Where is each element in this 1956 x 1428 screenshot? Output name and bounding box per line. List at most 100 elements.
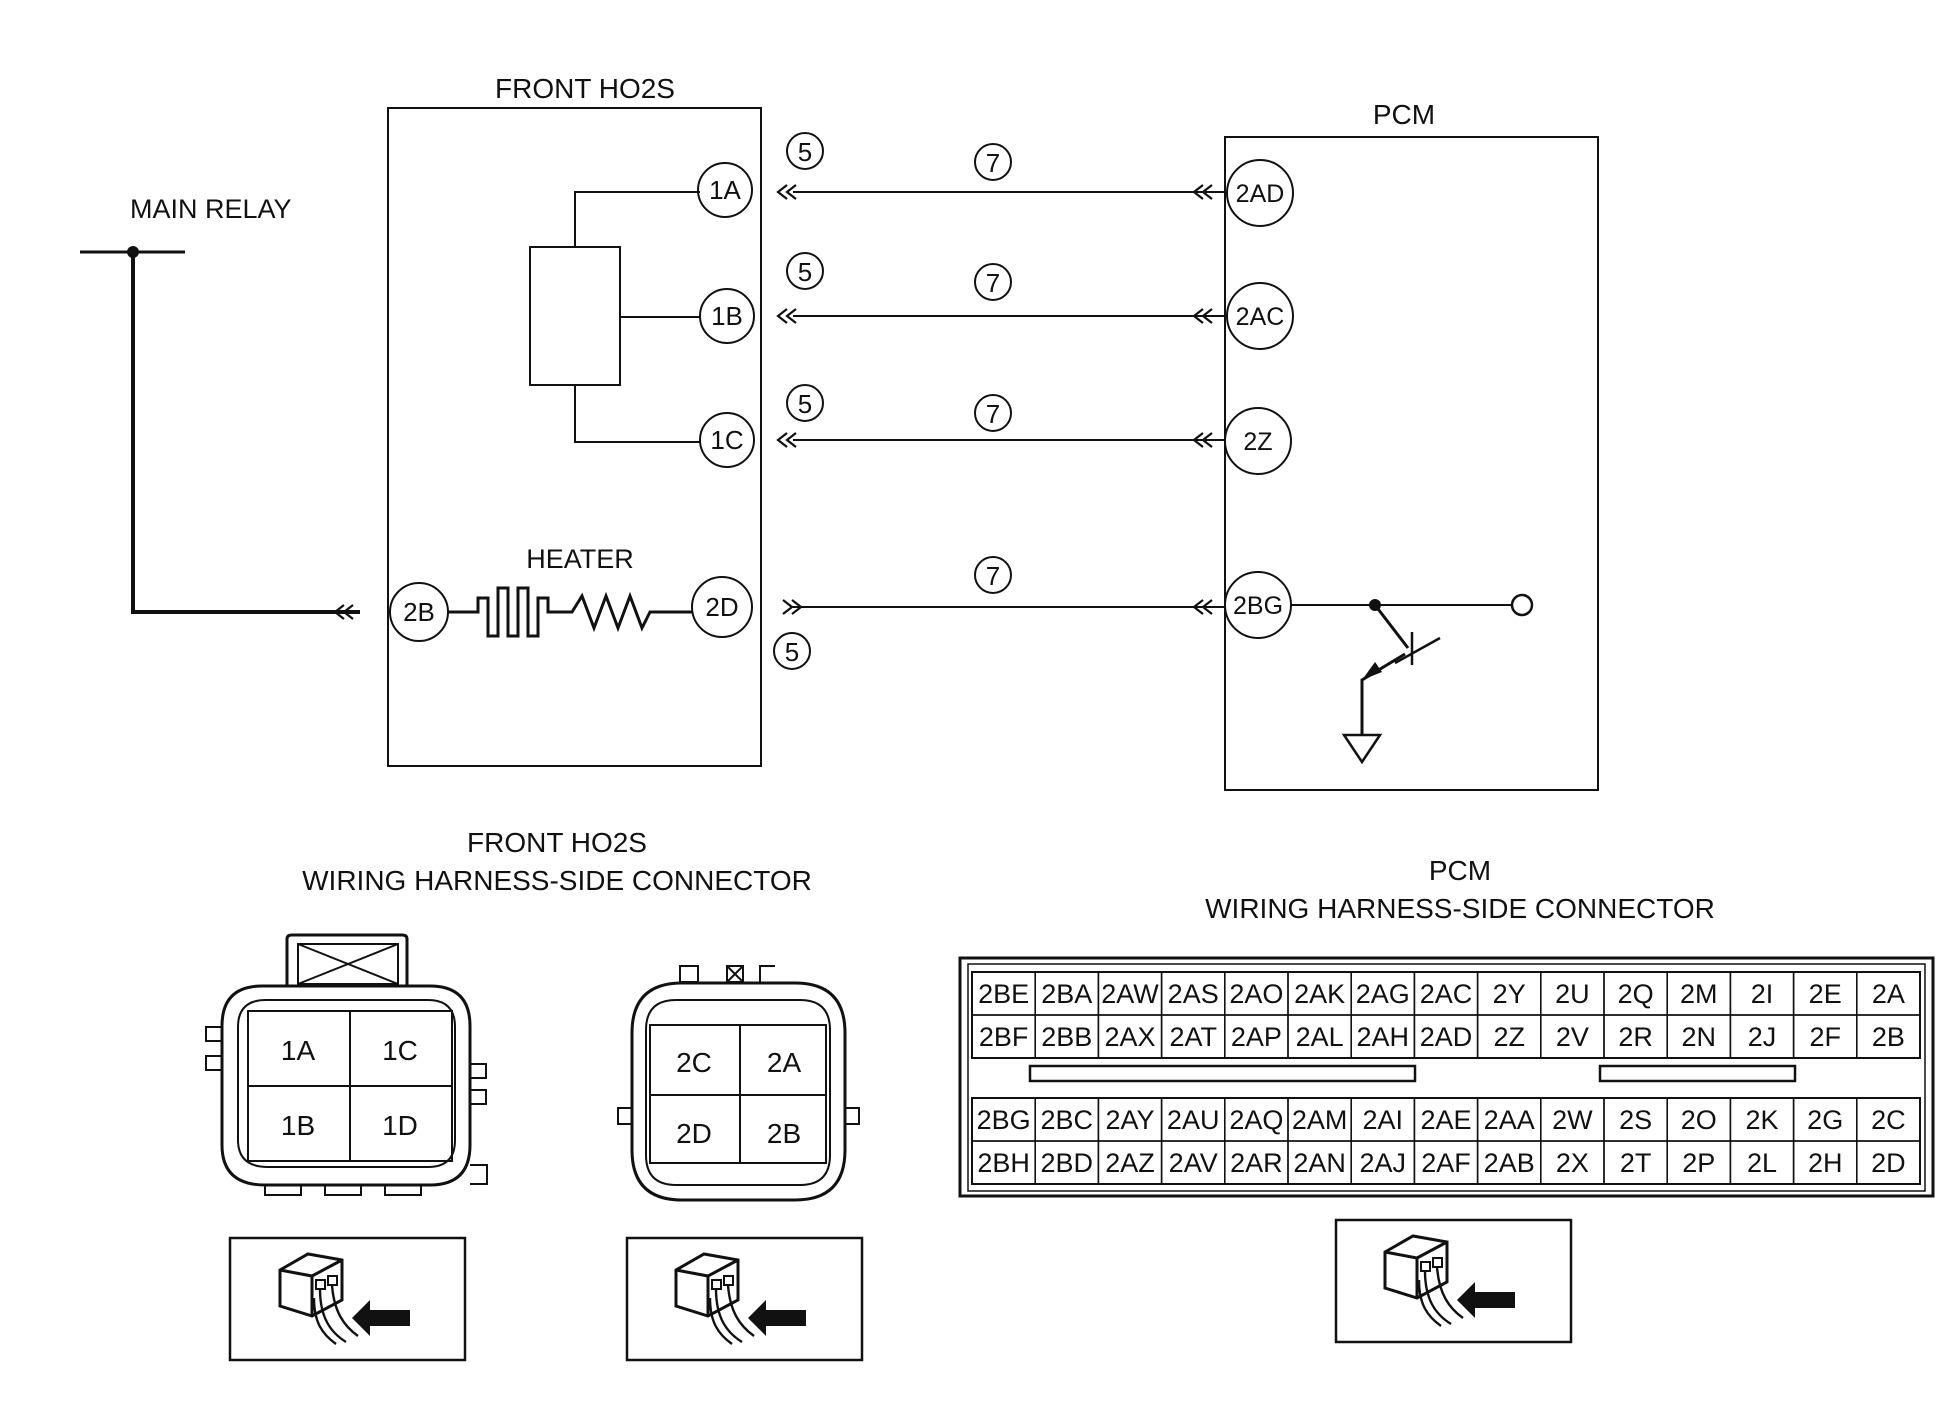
pcm-pin-label: 2Q (1618, 979, 1654, 1009)
circled-label-5: 5 (786, 384, 824, 422)
pcm-title: PCM (1373, 99, 1435, 130)
circled-label-7: 7 (974, 143, 1012, 181)
terminal-1c: 1C (699, 412, 755, 468)
svg-text:5: 5 (798, 137, 812, 167)
svg-text:2D: 2D (705, 592, 738, 622)
circled-label-5: 5 (786, 132, 824, 170)
pcm-pin-label: 2H (1808, 1148, 1843, 1178)
svg-text:5: 5 (798, 257, 812, 287)
svg-text:1B: 1B (711, 301, 743, 331)
front-ho2s-connector-title: FRONT HO2S (467, 827, 647, 858)
pcm-pin-label: 2BG (977, 1105, 1031, 1135)
pcm-pin-label: 2AI (1363, 1105, 1404, 1135)
circled-label-7: 7 (974, 394, 1012, 432)
svg-text:2Z: 2Z (1243, 428, 1272, 456)
pcm-pin-label: 2AD (1420, 1022, 1473, 1052)
terminal-2ad: 2AD (1226, 159, 1294, 227)
pcm-pin-label: 2AQ (1229, 1105, 1283, 1135)
pcm-pin-label: 2AR (1230, 1148, 1283, 1178)
svg-text:2B: 2B (403, 597, 435, 627)
pcm-pin-label: 2I (1751, 979, 1774, 1009)
pcm-pin-label: 2AM (1292, 1105, 1348, 1135)
pcm-pin-label: 2A (1872, 979, 1905, 1009)
pcm-pin-cell (1856, 1140, 1921, 1185)
svg-text:1A: 1A (281, 1035, 316, 1066)
terminal-1b: 1B (699, 288, 755, 344)
pcm-pin-label: 2AH (1357, 1022, 1410, 1052)
pcm-pin-label: 2O (1681, 1105, 1717, 1135)
harness-view-icon (625, 1236, 864, 1362)
svg-text:2BG: 2BG (1233, 592, 1283, 620)
sensor-wire-1a (574, 191, 700, 247)
pcm-connector-subtitle: WIRING HARNESS-SIDE CONNECTOR (1205, 893, 1715, 924)
svg-text:1C: 1C (382, 1035, 418, 1066)
pcm-pin-label: 2Z (1493, 1022, 1525, 1052)
pcm-pin-label: 2AK (1294, 979, 1345, 1009)
pcm-pin-label: 2BB (1041, 1022, 1092, 1052)
pcm-pin-label: 2B (1872, 1022, 1905, 1052)
pcm-pin-label: 2V (1556, 1022, 1589, 1052)
svg-text:1A: 1A (709, 175, 741, 205)
pcm-pin-label: 2P (1682, 1148, 1715, 1178)
pcm-pin-label: 2M (1680, 979, 1718, 1009)
svg-text:7: 7 (986, 268, 1000, 298)
pcm-pin-label: 2AC (1420, 979, 1473, 1009)
svg-text:2B: 2B (767, 1118, 801, 1149)
terminal-1a: 1A (697, 162, 753, 218)
pcm-pin-label: 2J (1748, 1022, 1777, 1052)
pcm-pin-label: 2BH (977, 1148, 1030, 1178)
pcm-pin-label: 2AF (1421, 1148, 1471, 1178)
pcm-pin-label: 2AB (1484, 1148, 1535, 1178)
pcm-pin-label: 2AE (1420, 1105, 1471, 1135)
pcm-pin-label: 2AV (1169, 1148, 1218, 1178)
front-ho2s-box (387, 107, 762, 767)
front-ho2s-connector-b: 2C 2A 2D 2B (617, 965, 860, 1202)
pcm-pin-label: 2Y (1493, 979, 1526, 1009)
pcm-pin-label: 2F (1809, 1022, 1841, 1052)
svg-text:2C: 2C (676, 1047, 712, 1078)
pcm-pin-label: 2AT (1169, 1022, 1217, 1052)
pcm-pin-label: 2R (1618, 1022, 1653, 1052)
pcm-pin-label: 2BA (1041, 979, 1092, 1009)
svg-text:2A: 2A (767, 1047, 802, 1078)
svg-text:5: 5 (785, 637, 799, 667)
pcm-pin-label: 2BF (979, 1022, 1029, 1052)
terminal-2bg: 2BG (1224, 571, 1292, 639)
front-ho2s-title: FRONT HO2S (495, 73, 675, 104)
pcm-box (1224, 136, 1599, 791)
pcm-pin-label: 2AW (1101, 979, 1159, 1009)
terminal-2ac: 2AC (1226, 282, 1294, 350)
pcm-pin-label: 2X (1556, 1148, 1589, 1178)
pcm-pin-label: 2AU (1167, 1105, 1220, 1135)
main-relay-wire (131, 252, 360, 614)
pcm-pin-cell (1856, 1014, 1921, 1059)
sensor-wire-1c (574, 385, 700, 443)
pcm-transistor-circuit (1291, 593, 1534, 765)
svg-text:5: 5 (798, 389, 812, 419)
svg-text:2D: 2D (676, 1118, 712, 1149)
harness-view-icon (228, 1236, 467, 1362)
pcm-pin-label: 2K (1745, 1105, 1778, 1135)
pcm-pin-label: 2AL (1296, 1022, 1344, 1052)
terminal-2z: 2Z (1224, 407, 1292, 475)
pcm-pin-label: 2AP (1231, 1022, 1282, 1052)
pcm-pin-label: 2BE (978, 979, 1029, 1009)
pcm-pin-label: 2AG (1356, 979, 1410, 1009)
svg-text:1D: 1D (382, 1110, 418, 1141)
pcm-connector-title: PCM (1429, 855, 1491, 886)
terminal-2d: 2D (691, 576, 753, 638)
pcm-pin-label: 2BC (1041, 1105, 1094, 1135)
sensor-element (529, 246, 621, 386)
circled-label-7: 7 (974, 556, 1012, 594)
harness-view-icon (1334, 1218, 1573, 1344)
svg-text:2AC: 2AC (1236, 303, 1285, 331)
pcm-pin-label: 2AS (1168, 979, 1219, 1009)
front-ho2s-connector-a: 1A 1C 1B 1D (205, 933, 488, 1196)
pcm-pin-label: 2N (1682, 1022, 1717, 1052)
pcm-pin-label: 2G (1807, 1105, 1843, 1135)
pcm-pin-label: 2AX (1104, 1022, 1155, 1052)
heater-label: HEATER (526, 544, 634, 574)
svg-text:1B: 1B (281, 1110, 315, 1141)
svg-text:7: 7 (986, 561, 1000, 591)
